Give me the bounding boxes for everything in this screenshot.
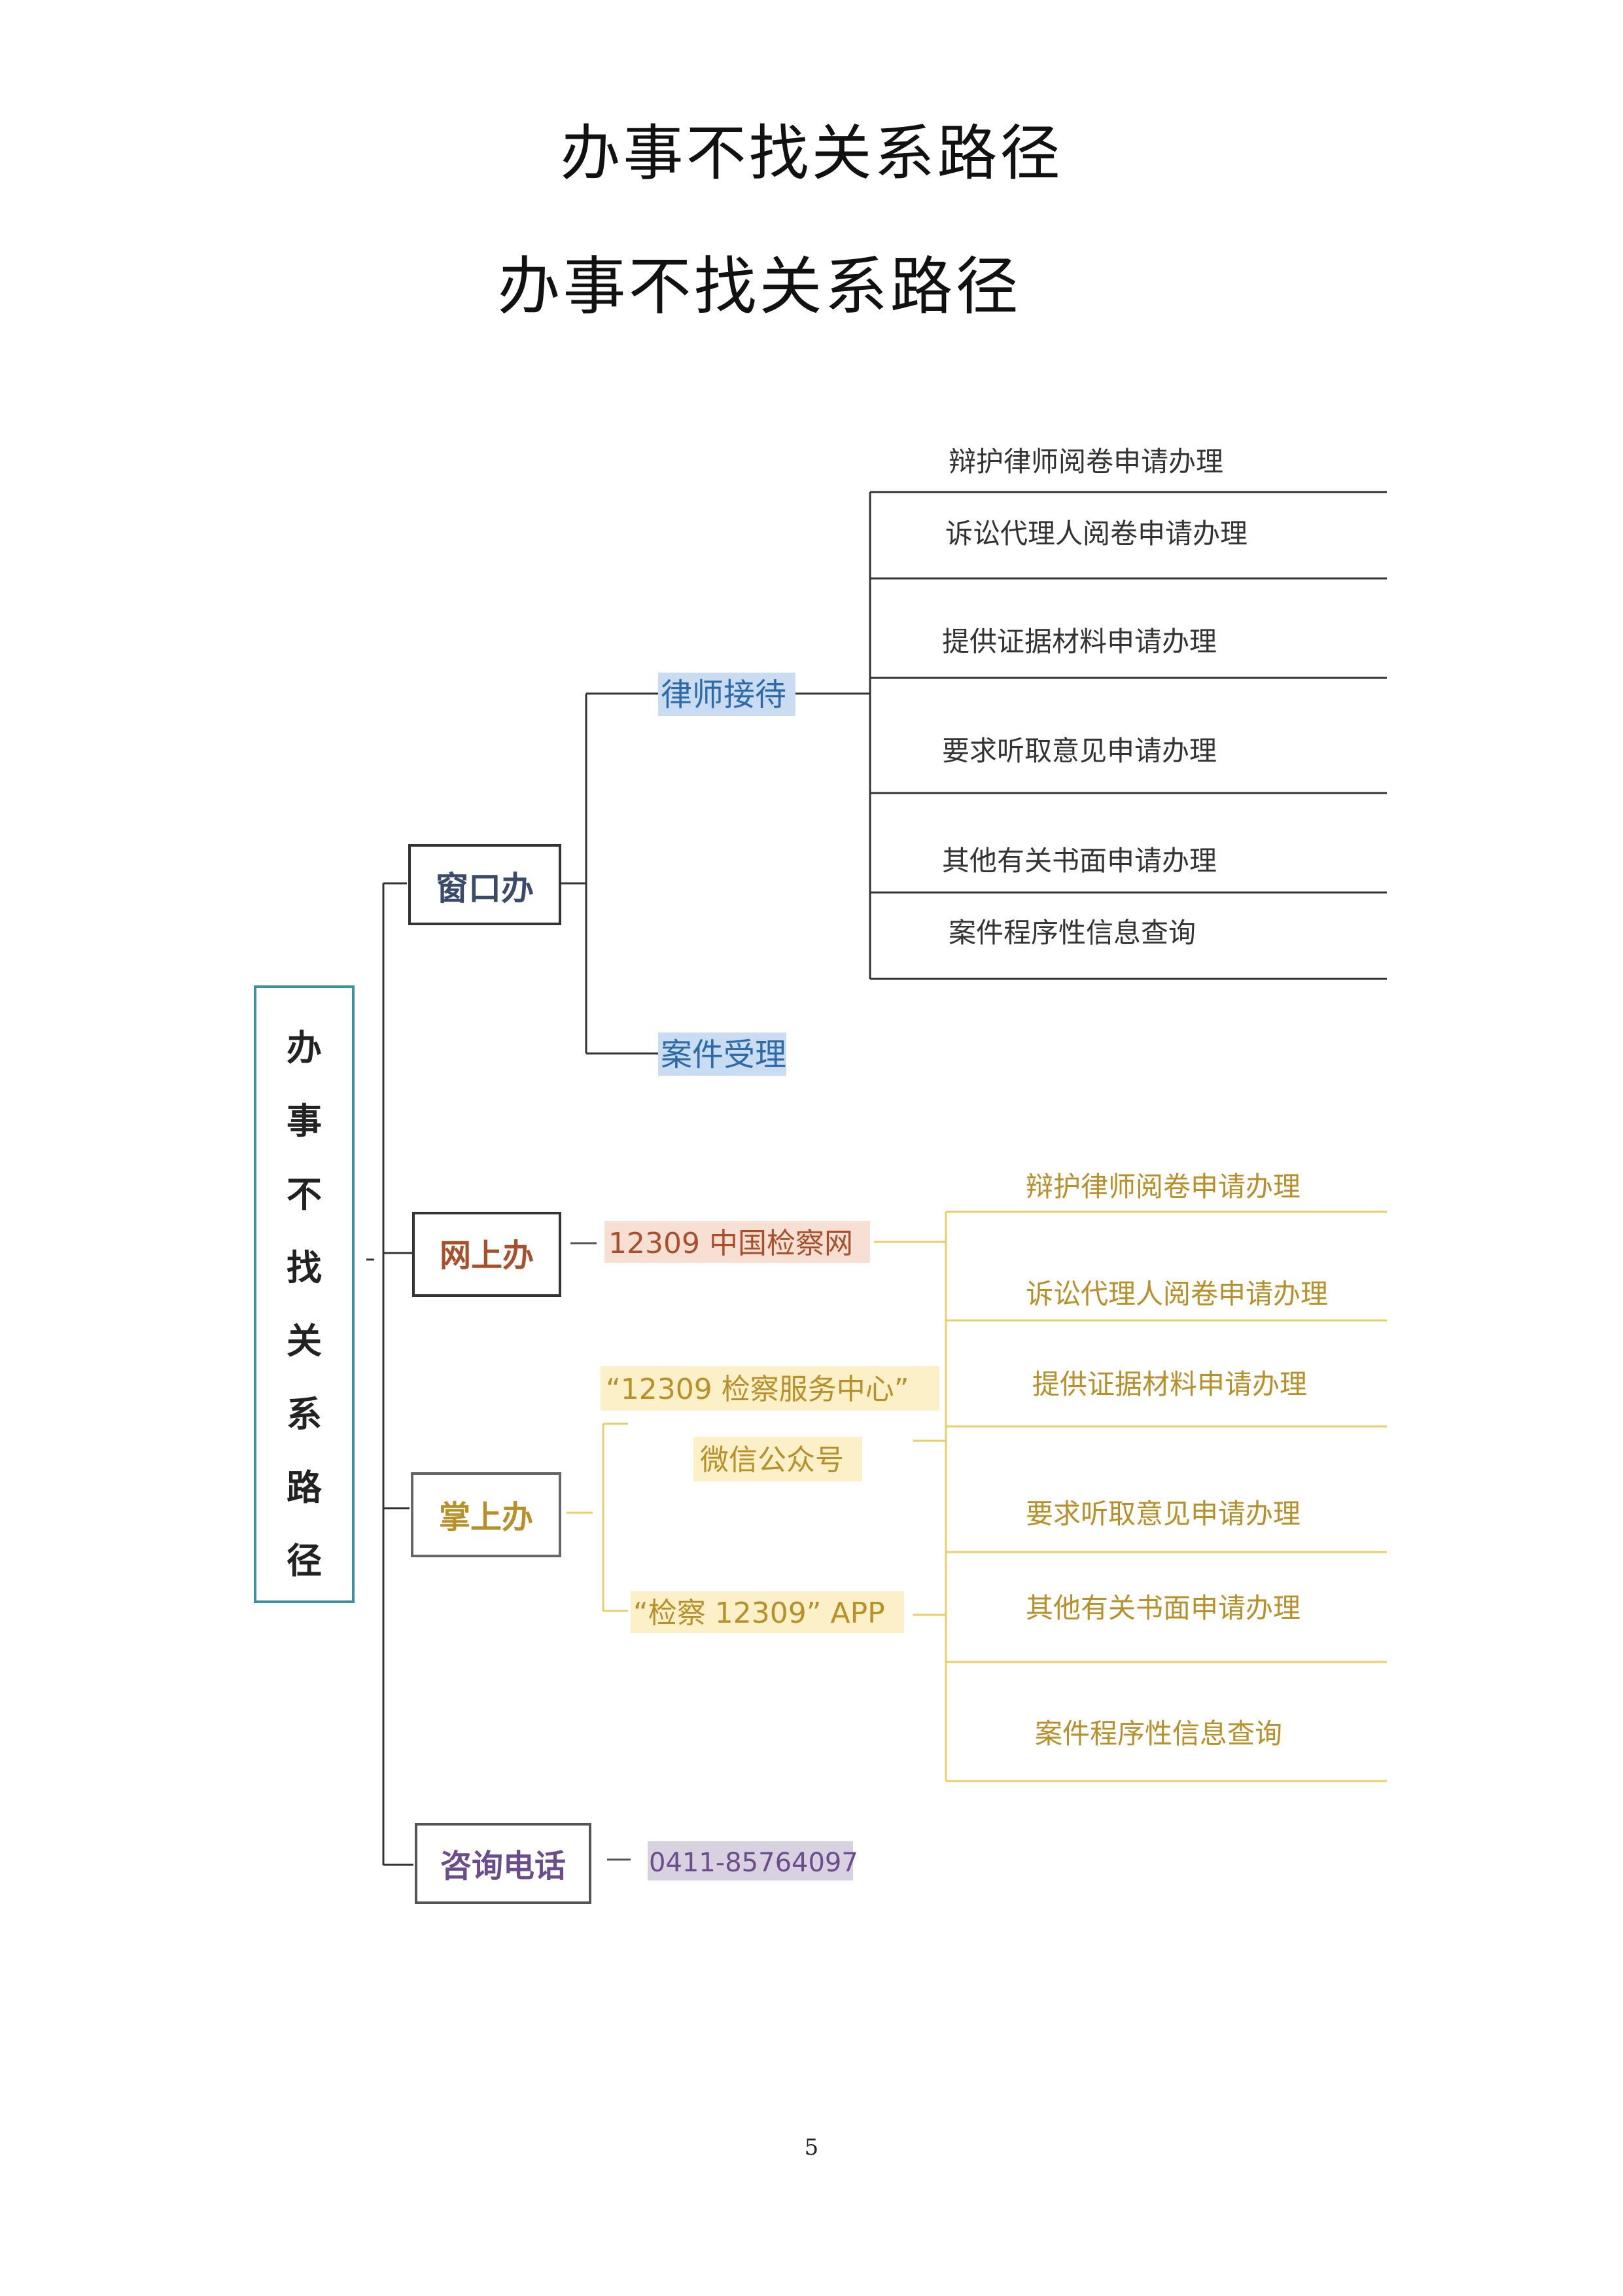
root-label: 办事不找关系路径 [287, 1027, 323, 1581]
phone-label: 咨询电话 [440, 1848, 566, 1884]
window-label: 窗口办 [436, 870, 534, 908]
window-item: 要求听取意见申请办理 [942, 735, 1217, 767]
mobile-item: 案件程序性信息查询 [1035, 1718, 1282, 1750]
mobile-item: 要求听取意见申请办理 [1026, 1498, 1300, 1530]
root-node: 办事不找关系路径 [254, 985, 355, 1603]
window-items: 辩护律师阅卷申请办理 诉讼代理人阅卷申请办理 提供证据材料申请办理 要求听取意见… [942, 446, 1248, 949]
mobile-item: 诉讼代理人阅卷申请办理 [1026, 1278, 1328, 1310]
mobile-item: 其他有关书面申请办理 [1026, 1592, 1300, 1624]
case-acceptance-label: 案件受理 [661, 1036, 786, 1073]
root-char: 系 [287, 1394, 322, 1435]
root-char: 不 [287, 1174, 322, 1215]
phone-number: 0411-85764097 [649, 1848, 858, 1878]
root-char: 关 [287, 1320, 322, 1362]
root-char: 路 [287, 1467, 323, 1508]
mobile-items: 辩护律师阅卷申请办理 诉讼代理人阅卷申请办理 提供证据材料申请办理 要求听取意见… [1026, 1171, 1328, 1750]
mobile-item-connectors [945, 1210, 1387, 1782]
app-label: “检察 12309” APP [633, 1597, 885, 1630]
root-char: 事 [287, 1101, 322, 1142]
window-item: 案件程序性信息查询 [949, 917, 1196, 949]
mobile-label: 掌上办 [439, 1499, 533, 1536]
root-char: 找 [287, 1247, 322, 1288]
window-item: 诉讼代理人阅卷申请办理 [945, 518, 1248, 550]
online-label: 网上办 [440, 1237, 534, 1274]
window-item: 其他有关书面申请办理 [942, 845, 1217, 877]
root-char: 办 [287, 1027, 322, 1069]
window-item: 辩护律师阅卷申请办理 [949, 446, 1223, 478]
diagram-title: 办事不找关系路径 [497, 250, 1021, 323]
phone-branch: 咨询电话 0411-85764097 [415, 1823, 858, 1904]
wechat-account-sublabel: 微信公众号 [700, 1443, 844, 1477]
lawyer-reception-label: 律师接待 [661, 677, 786, 713]
online-site-label: 12309 中国检察网 [608, 1227, 853, 1260]
mobile-item: 辩护律师阅卷申请办理 [1026, 1171, 1300, 1203]
window-branch: 窗口办 律师接待 案件受理 [408, 491, 1387, 1076]
trunk-connectors [366, 882, 413, 1866]
root-char: 径 [287, 1540, 322, 1581]
window-item: 提供证据材料申请办理 [942, 626, 1217, 658]
mobile-branch: 掌上办 “12309 检察服务中心” 微信公众号 “检察 12309” APP [411, 1366, 946, 1633]
online-branch: 网上办 12309 中国检察网 [412, 1212, 946, 1297]
page-title: 办事不找关系路径 [560, 118, 1063, 188]
page-number: 5 [804, 2134, 819, 2161]
mobile-item: 提供证据材料申请办理 [1032, 1368, 1307, 1400]
wechat-account-label: “12309 检察服务中心” [606, 1373, 909, 1406]
